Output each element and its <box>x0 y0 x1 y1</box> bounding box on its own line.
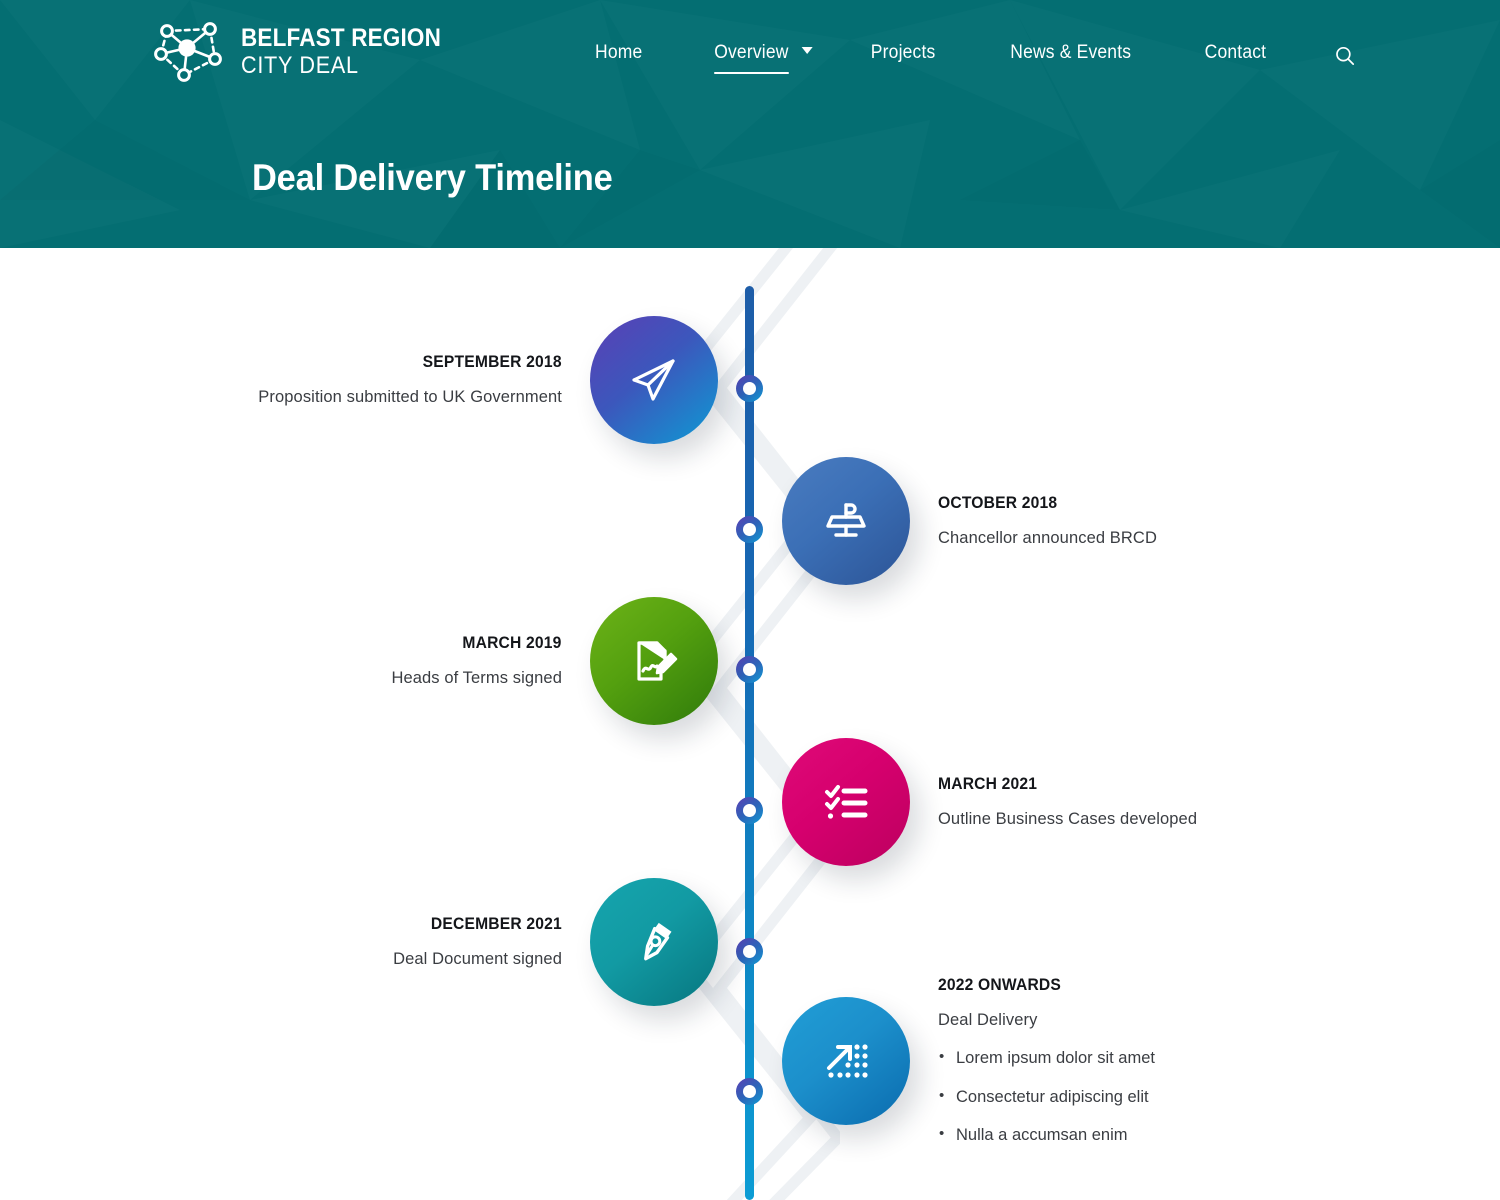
event-date: SEPTEMBER 2018 <box>422 351 562 371</box>
event-icon-bubble <box>782 457 910 585</box>
timeline-node-1 <box>736 375 763 402</box>
event-description: Outline Business Cases developed <box>938 809 1198 828</box>
event-date: 2022 ONWARDS <box>938 975 1062 994</box>
nav-item-contact[interactable]: Contact <box>1204 42 1267 63</box>
timeline-event-4[interactable]: MARCH 2021 Outline Business Cases develo… <box>782 738 1197 866</box>
timeline-event-2[interactable]: OCTOBER 2018 Chancellor announced BRCD <box>782 457 1157 585</box>
site-header: BELFAST REGION CITY DEAL Home Overview P… <box>0 0 1500 248</box>
event-description: Heads of Terms signed <box>391 668 562 687</box>
chevron-down-icon <box>801 47 813 54</box>
checklist-icon <box>825 785 868 819</box>
network-nodes-icon <box>154 22 222 82</box>
timeline-node-4 <box>736 797 763 824</box>
timeline-node-2 <box>736 516 763 543</box>
event-date: MARCH 2019 <box>462 632 562 652</box>
nav-item-home[interactable]: Home <box>595 42 643 63</box>
nav-item-news-events[interactable]: News & Events <box>1009 42 1131 63</box>
search-button[interactable] <box>1330 41 1360 71</box>
nav-item-projects[interactable]: Projects <box>871 42 936 63</box>
nav-item-overview-label: Overview <box>713 42 789 63</box>
timeline-section: SEPTEMBER 2018 Proposition submitted to … <box>0 248 1500 1200</box>
timeline-event-1[interactable]: SEPTEMBER 2018 Proposition submitted to … <box>258 316 718 444</box>
brand-logo-link[interactable]: BELFAST REGION CITY DEAL <box>150 18 463 84</box>
timeline-event-5[interactable]: DECEMBER 2021 Deal Document signed <box>393 878 718 1006</box>
timeline-event-3[interactable]: MARCH 2019 Heads of Terms signed <box>391 597 718 725</box>
timeline-spine <box>745 286 754 1200</box>
search-icon <box>1336 46 1355 65</box>
event-date: DECEMBER 2021 <box>430 913 562 933</box>
page-title: Deal Delivery Timeline <box>252 157 613 198</box>
pen-nib-icon <box>644 922 672 961</box>
event-date: MARCH 2021 <box>938 773 1038 793</box>
list-item: Nulla a accumsan enim <box>938 1124 1155 1146</box>
event-icon-bubble <box>782 738 910 866</box>
event-icon-bubble <box>590 878 718 1006</box>
brand-line-2: CITY DEAL <box>241 52 359 79</box>
event-description: Proposition submitted to UK Government <box>258 387 562 406</box>
nav-item-overview[interactable]: Overview <box>713 38 813 74</box>
paper-plane-icon <box>632 359 675 401</box>
event-icon-bubble <box>782 996 910 1125</box>
event-description: Deal Document signed <box>393 949 562 968</box>
timeline-event-6[interactable]: 2022 ONWARDS Deal Delivery Lorem ipsum d… <box>782 975 1155 1147</box>
timeline-node-6 <box>736 1078 763 1105</box>
event-bullet-list: Lorem ipsum dolor sit amet Consectetur a… <box>938 1047 1155 1146</box>
event-icon-bubble <box>590 316 718 444</box>
event-description: Deal Delivery <box>938 1011 1038 1029</box>
list-item: Lorem ipsum dolor sit amet <box>938 1047 1155 1069</box>
event-description: Chancellor announced BRCD <box>938 528 1157 547</box>
brand-line-1: BELFAST REGION <box>241 24 442 52</box>
event-date: OCTOBER 2018 <box>938 492 1058 512</box>
main-navigation: Home Overview Projects News & Events Con… <box>560 38 1360 74</box>
event-icon-bubble <box>590 597 718 725</box>
timeline-node-5 <box>736 938 763 965</box>
list-item: Consectetur adipiscing elit <box>938 1086 1155 1108</box>
timeline-node-3 <box>736 656 763 683</box>
growth-arrow-dots-icon <box>827 1044 868 1078</box>
lectern-podium-icon <box>826 503 866 537</box>
document-sign-icon <box>637 641 678 681</box>
